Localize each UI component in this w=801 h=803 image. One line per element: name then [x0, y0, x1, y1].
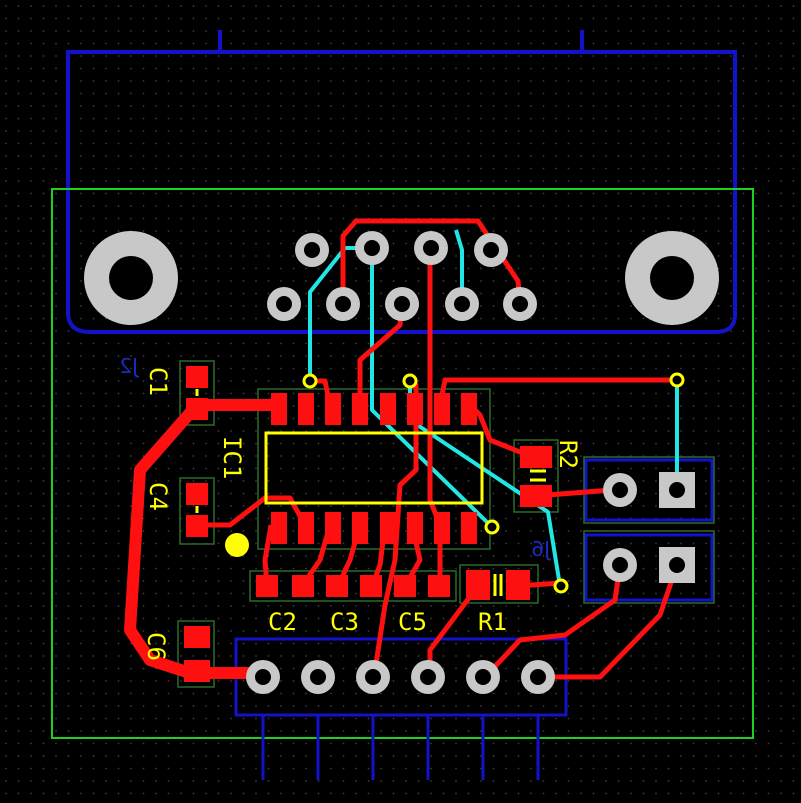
label-ic1: IC1 — [218, 436, 246, 479]
header-pads — [246, 660, 555, 694]
db15-pads — [267, 231, 537, 321]
label-c2: C2 — [268, 608, 297, 636]
board-outline — [51, 188, 754, 739]
passive-pads — [184, 366, 552, 682]
label-r1: R1 — [478, 608, 507, 636]
ic1-body-outline — [264, 431, 484, 505]
db-connector-outline — [66, 30, 737, 334]
label-c1: C1 — [144, 367, 172, 396]
mirrored-label-j2: J2 — [119, 354, 140, 378]
mounting-holes — [84, 231, 719, 325]
label-c6: C6 — [142, 632, 170, 661]
label-c3: C3 — [330, 608, 359, 636]
label-c4: C4 — [144, 482, 172, 511]
mirrored-label-j6: J6 — [531, 537, 552, 561]
ic1-pin1-dot — [225, 533, 249, 557]
terminal-pads — [603, 472, 695, 583]
ic1-pads — [271, 393, 477, 544]
label-r2: R2 — [554, 440, 582, 469]
resistor-marks — [195, 389, 546, 596]
vias — [302, 372, 685, 594]
label-c5: C5 — [398, 608, 427, 636]
